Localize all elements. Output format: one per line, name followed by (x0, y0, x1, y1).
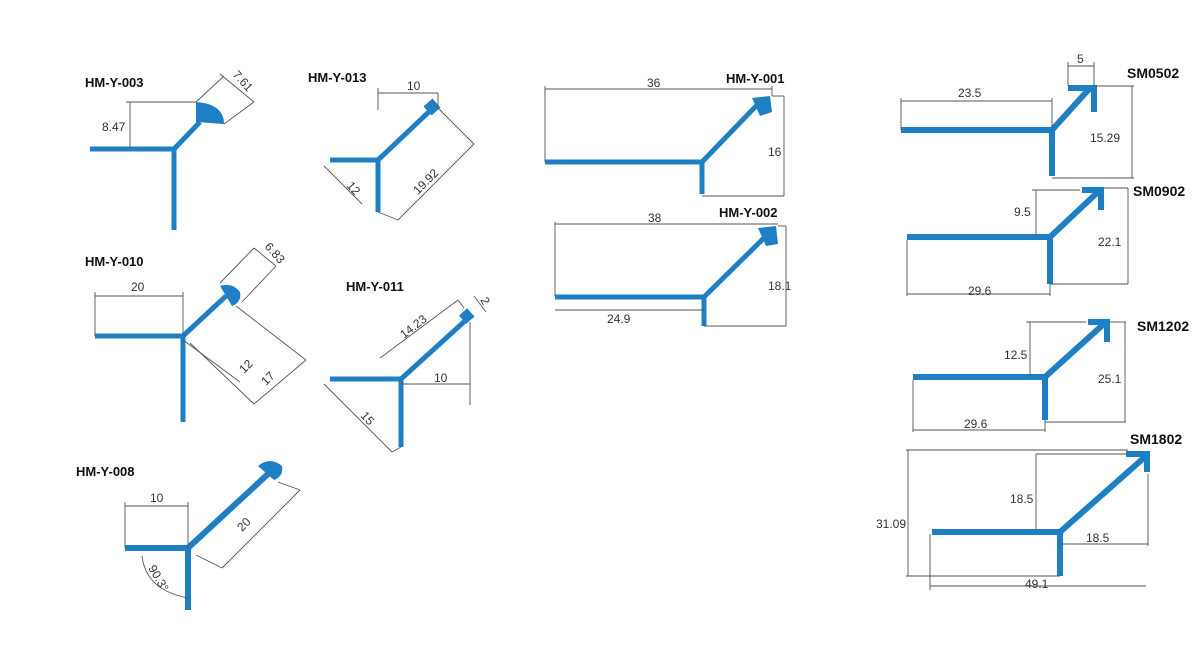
dimension-label: 10 (434, 371, 448, 385)
profile-shape (907, 187, 1104, 284)
dimension-label: 18.5 (1086, 531, 1110, 545)
dimension-label: 24.9 (607, 312, 631, 326)
dimension-label: 49.1 (1025, 577, 1049, 591)
dimension-lines (323, 88, 475, 221)
dimension-label: 10 (407, 79, 421, 93)
profile-title: HM-Y-001 (726, 71, 785, 86)
dimension-lines (544, 86, 785, 197)
dimension-lines (94, 247, 307, 405)
dimension-label: 23.5 (958, 86, 982, 100)
dimension-label: 12 (344, 179, 364, 199)
dimension-label: 31.09 (876, 517, 906, 531)
dimension-label: 14.23 (397, 312, 430, 342)
profile-hm-y-002: HM-Y-002 38 18.1 24.9 (554, 205, 792, 327)
profile-sm0502: SM0502 5 23.5 15.29 (900, 52, 1179, 179)
dimension-lines (906, 449, 1149, 590)
dimension-lines (906, 187, 1129, 296)
profile-shape (913, 319, 1110, 420)
bullnose-cap (220, 284, 241, 306)
profile-shape (330, 106, 435, 212)
profile-shape (125, 471, 271, 610)
dimension-label: 10 (150, 491, 164, 505)
dimension-label: 8.47 (102, 120, 126, 134)
profile-title: HM-Y-002 (719, 205, 778, 220)
dimension-label: 5 (1077, 52, 1084, 66)
profile-shape (555, 234, 768, 326)
dimension-label: 12 (236, 357, 256, 377)
profile-hm-y-010: HM-Y-010 20 6.83 12 17 (85, 240, 307, 422)
profile-shape (932, 451, 1150, 576)
dimension-label: 90.3° (145, 563, 171, 595)
dimension-lines (126, 73, 255, 149)
dimension-label: 22.1 (1098, 235, 1122, 249)
dimension-label: 6.83 (262, 240, 288, 267)
dimension-lines (124, 481, 301, 599)
dimension-label: 36 (647, 76, 661, 90)
bullnose-cap (258, 461, 283, 480)
dimension-lines (323, 295, 487, 453)
edge-cap (758, 226, 778, 246)
dimension-label: 12.5 (1004, 348, 1028, 362)
dimension-label: 38 (648, 211, 662, 225)
profile-title: HM-Y-003 (85, 75, 144, 90)
profile-sm0902: SM0902 9.5 22.1 29.6 (906, 183, 1185, 298)
dimension-label: 18.1 (768, 279, 792, 293)
dimension-lines (554, 222, 787, 327)
dimension-label: 29.6 (964, 417, 988, 431)
bullnose-cap (196, 102, 224, 124)
profile-title: SM0902 (1133, 183, 1185, 199)
profile-shape (545, 102, 760, 194)
profile-hm-y-011: HM-Y-011 14.23 2 10 15 (323, 279, 493, 453)
profile-title: HM-Y-011 (346, 279, 404, 294)
profile-shape (330, 318, 468, 447)
profile-title: HM-Y-008 (76, 464, 135, 479)
profile-hm-y-008: HM-Y-008 10 20 90.3° (76, 461, 301, 610)
profile-title: SM1802 (1130, 431, 1182, 447)
edge-cap (752, 96, 772, 116)
dimension-label: 9.5 (1014, 205, 1031, 219)
profile-shape (95, 294, 228, 422)
profile-title: HM-Y-013 (308, 70, 367, 85)
edge-cap (423, 98, 441, 116)
dimension-label: 2 (477, 295, 493, 308)
profile-hm-y-003: HM-Y-003 8.47 7.61 (85, 68, 256, 230)
profile-title: SM1202 (1137, 318, 1189, 334)
profile-hm-y-001: HM-Y-001 36 16 (544, 71, 785, 197)
dimension-label: 29.6 (968, 284, 992, 298)
dimension-lines (900, 62, 1134, 179)
profile-shape (90, 120, 202, 230)
dimension-label: 20 (234, 515, 254, 535)
profile-title: HM-Y-010 (85, 254, 144, 269)
profile-sm1202: SM1202 12.5 25.1 29.6 (912, 318, 1189, 432)
dimension-label: 20 (131, 280, 145, 294)
profile-title: SM0502 (1127, 65, 1179, 81)
dimension-label: 17 (258, 369, 278, 389)
edge-cap (458, 308, 475, 324)
dimension-label: 7.61 (230, 68, 256, 95)
dimension-label: 16 (768, 145, 782, 159)
dimension-label: 15.29 (1090, 131, 1120, 145)
dimension-label: 25.1 (1098, 372, 1122, 386)
dimension-label: 18.5 (1010, 492, 1034, 506)
dimension-label: 15 (358, 409, 378, 429)
dimension-lines (912, 321, 1126, 432)
profile-sm1802: SM1802 31.09 18.5 18.5 49.1 (876, 431, 1182, 591)
profile-shape (901, 85, 1097, 176)
profile-hm-y-013: HM-Y-013 10 12 19.92 (308, 70, 475, 221)
